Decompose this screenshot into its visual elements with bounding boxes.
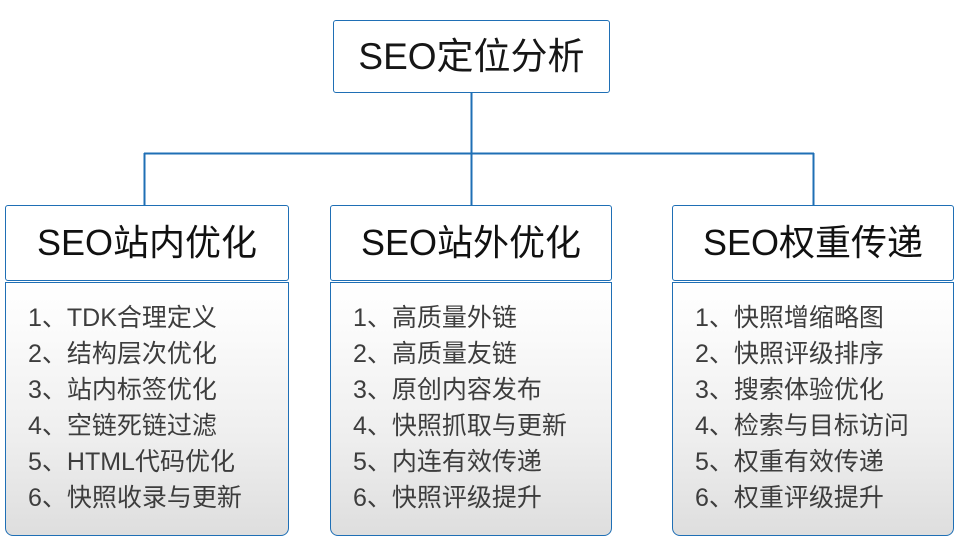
branch-header-seo-offsite[interactable]: SEO站外优化	[330, 205, 612, 281]
branch-header-seo-weight[interactable]: SEO权重传递	[672, 205, 954, 281]
list-item: 4、空链死链过滤	[28, 412, 217, 440]
branch-body-seo-offsite: 1、高质量外链 2、高质量友链 3、原创内容发布 4、快照抓取与更新 5、内连有…	[330, 282, 612, 536]
branch-body-seo-weight: 1、快照增缩略图 2、快照评级排序 3、搜索体验优化 4、检索与目标访问 5、权…	[672, 282, 954, 536]
list-item: 2、快照评级排序	[695, 340, 884, 368]
list-item: 3、站内标签优化	[28, 376, 217, 404]
list-item: 1、高质量外链	[353, 304, 517, 332]
root-node[interactable]: SEO定位分析	[333, 20, 610, 93]
branch-item-list: 1、TDK合理定义 2、结构层次优化 3、站内标签优化 4、空链死链过滤 5、H…	[6, 300, 288, 516]
list-item: 2、结构层次优化	[28, 340, 217, 368]
list-item: 4、快照抓取与更新	[353, 412, 567, 440]
branch-header-label: SEO站外优化	[360, 222, 582, 263]
list-item: 1、TDK合理定义	[28, 304, 217, 332]
list-item: 5、内连有效传递	[353, 448, 542, 476]
list-item: 5、HTML代码优化	[28, 448, 235, 476]
list-item: 4、检索与目标访问	[695, 412, 909, 440]
list-item: 6、权重评级提升	[695, 484, 884, 512]
branch-item-list: 1、高质量外链 2、高质量友链 3、原创内容发布 4、快照抓取与更新 5、内连有…	[331, 300, 611, 516]
branch-header-label: SEO站内优化	[36, 222, 258, 263]
branch-column-seo-weight: SEO权重传递 1、快照增缩略图 2、快照评级排序 3、搜索体验优化 4、检索与…	[672, 205, 954, 536]
list-item: 1、快照增缩略图	[695, 304, 884, 332]
root-node-label: SEO定位分析	[358, 36, 585, 77]
branch-header-label: SEO权重传递	[702, 222, 924, 263]
branch-column-seo-onsite: SEO站内优化 1、TDK合理定义 2、结构层次优化 3、站内标签优化 4、空链…	[5, 205, 289, 536]
branch-column-seo-offsite: SEO站外优化 1、高质量外链 2、高质量友链 3、原创内容发布 4、快照抓取与…	[330, 205, 612, 536]
list-item: 3、原创内容发布	[353, 376, 542, 404]
list-item: 5、权重有效传递	[695, 448, 884, 476]
list-item: 6、快照收录与更新	[28, 484, 242, 512]
branch-item-list: 1、快照增缩略图 2、快照评级排序 3、搜索体验优化 4、检索与目标访问 5、权…	[673, 300, 953, 516]
branch-body-seo-onsite: 1、TDK合理定义 2、结构层次优化 3、站内标签优化 4、空链死链过滤 5、H…	[5, 282, 289, 536]
branch-header-seo-onsite[interactable]: SEO站内优化	[5, 205, 289, 281]
list-item: 3、搜索体验优化	[695, 376, 884, 404]
list-item: 6、快照评级提升	[353, 484, 542, 512]
list-item: 2、高质量友链	[353, 340, 517, 368]
